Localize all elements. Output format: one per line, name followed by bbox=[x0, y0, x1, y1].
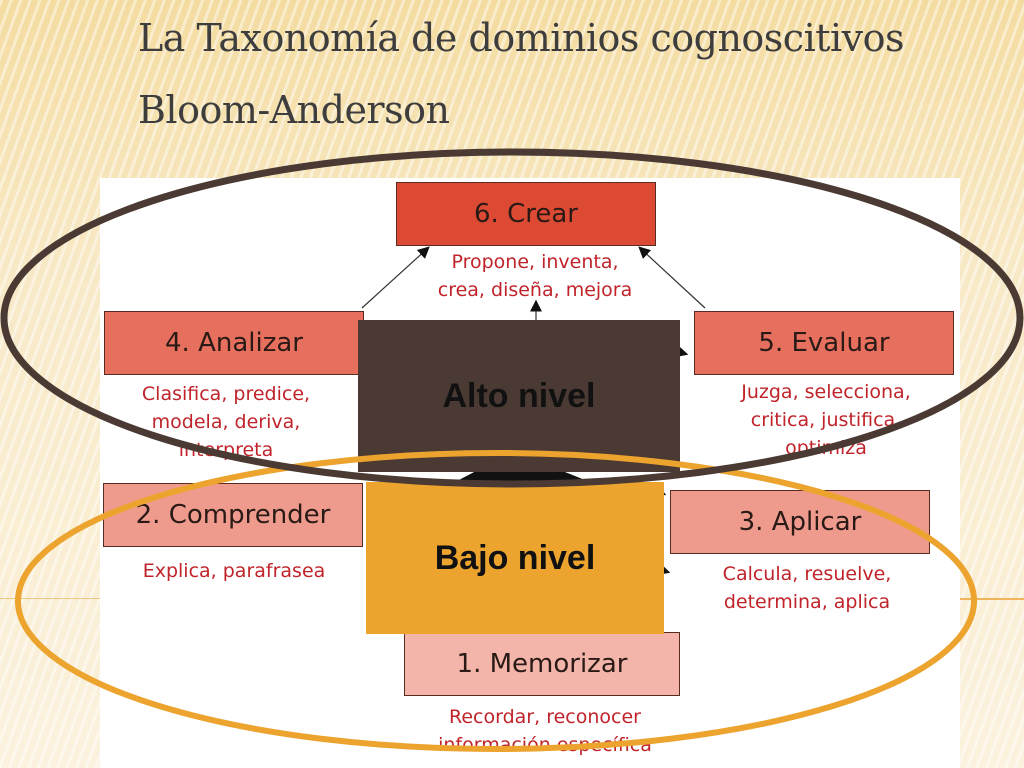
high-level-label: Alto nivel bbox=[442, 376, 596, 415]
verbs-comprender: Explica, parafrasea bbox=[142, 560, 326, 582]
verbs-crear: Propone, inventa, crea, diseña, mejora bbox=[437, 251, 633, 301]
level-box-evaluar: 5. Evaluar bbox=[694, 311, 954, 375]
level-box-analizar: 4. Analizar bbox=[104, 311, 364, 375]
level-box-memorizar: 1. Memorizar bbox=[404, 632, 680, 696]
verbs-aplicar: Calcula, resuelve, determina, aplica bbox=[722, 563, 892, 613]
level-label-memorizar: 1. Memorizar bbox=[456, 649, 628, 679]
level-label-comprender: 2. Comprender bbox=[135, 500, 331, 530]
level-label-evaluar: 5. Evaluar bbox=[758, 328, 890, 358]
level-label-crear: 6. Crear bbox=[474, 199, 578, 229]
level-box-comprender: 2. Comprender bbox=[103, 483, 363, 547]
level-label-aplicar: 3. Aplicar bbox=[738, 507, 862, 537]
slide-title-line-1: La Taxonomía de dominios cognoscitivos bbox=[138, 16, 905, 60]
verbs-analizar: Clasifica, predice, modela, deriva, inte… bbox=[141, 383, 311, 461]
level-box-aplicar: 3. Aplicar bbox=[670, 490, 930, 554]
level-label-analizar: 4. Analizar bbox=[165, 328, 303, 358]
low-level-label: Bajo nivel bbox=[434, 538, 596, 577]
verbs-memorizar: Recordar, reconocer información específi… bbox=[438, 706, 652, 756]
level-box-crear: 6. Crear bbox=[396, 182, 656, 246]
verbs-evaluar: Juzga, selecciona, critica, justifica, o… bbox=[741, 381, 911, 459]
slide-title-line-2: Bloom-Anderson bbox=[138, 88, 450, 132]
high-level-box: Alto nivel bbox=[358, 320, 680, 472]
decorative-rule-right bbox=[960, 598, 1024, 600]
low-level-box: Bajo nivel bbox=[366, 482, 664, 634]
